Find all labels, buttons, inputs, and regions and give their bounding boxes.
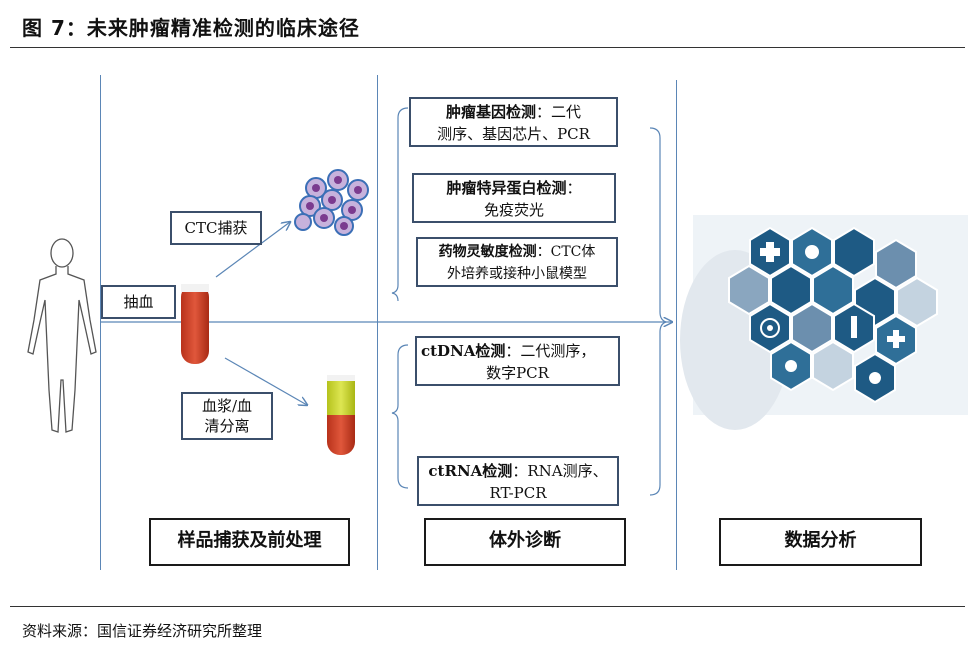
drug-test-rest: ：CTC体 [536,244,596,260]
stage-data-analysis-box: 数据分析 [719,518,922,566]
figure-title: 图 7：未来肿瘤精准检测的临床途径 [22,16,360,40]
ctc-capture-box: CTC捕获 [170,211,262,245]
ctc-cell-cluster-icon [294,169,369,236]
ctrna-line2: RT-PCR [489,484,547,502]
tumor-gene-rest: ：二代 [536,103,582,121]
blood-draw-label: 抽血 [123,293,154,311]
title-divider [10,47,965,48]
ctc-arrow [215,222,290,278]
plasma-tube-icon [327,375,355,455]
tumor-gene-title: 肿瘤基因检测 [445,103,536,121]
medical-data-image [680,215,968,430]
ctrna-title: ctRNA检测 [428,462,513,480]
drug-sensitivity-test-box: 药物灵敏度检测：CTC体 外培养或接种小鼠模型 [416,237,618,287]
ctdna-line2: 数字PCR [486,364,549,382]
tumor-gene-line2: 测序、基因芯片、PCR [437,125,590,143]
stage-in-vitro-diagnosis-box: 体外诊断 [424,518,626,566]
stage-in-vitro-diagnosis-label: 体外诊断 [489,530,561,551]
drug-test-line2: 外培养或接种小鼠模型 [447,266,587,282]
right-brace [649,127,668,496]
ctc-capture-label: CTC捕获 [184,219,248,237]
separator-line-3 [676,80,677,570]
ctrna-rest: ：RNA测序、 [512,462,608,480]
ctdna-title: ctDNA检测 [421,342,506,360]
source-note: 资料来源：国信证券经济研究所整理 [22,622,263,640]
ctrna-test-box: ctRNA检测：RNA测序、 RT-PCR [417,456,619,506]
plasma-label-line2: 清分离 [204,417,250,435]
tumor-protein-rest: ： [566,179,582,197]
ctdna-rest: ：二代测序， [505,342,596,360]
source-divider [10,606,965,607]
stage-sample-capture-label: 样品捕获及前处理 [177,530,322,551]
left-brace-bottom [391,344,409,489]
plasma-label-line1: 血浆/血 [201,397,253,415]
blood-tube-icon [181,284,209,364]
drug-test-title: 药物灵敏度检测 [438,244,537,260]
tumor-protein-test-box: 肿瘤特异蛋白检测： 免疫荧光 [412,173,616,223]
human-body-icon [27,238,97,433]
blood-draw-box: 抽血 [101,285,176,319]
tumor-protein-title: 肿瘤特异蛋白检测 [446,179,567,197]
left-brace-top [391,107,409,302]
plasma-separation-box: 血浆/血 清分离 [181,392,273,440]
stage-data-analysis-label: 数据分析 [784,530,857,551]
plasma-arrow [224,357,307,405]
ctdna-test-box: ctDNA检测：二代测序， 数字PCR [415,336,620,386]
tumor-gene-test-box: 肿瘤基因检测：二代 测序、基因芯片、PCR [409,97,618,147]
stage-sample-capture-box: 样品捕获及前处理 [149,518,350,566]
tumor-protein-line2: 免疫荧光 [483,201,544,219]
